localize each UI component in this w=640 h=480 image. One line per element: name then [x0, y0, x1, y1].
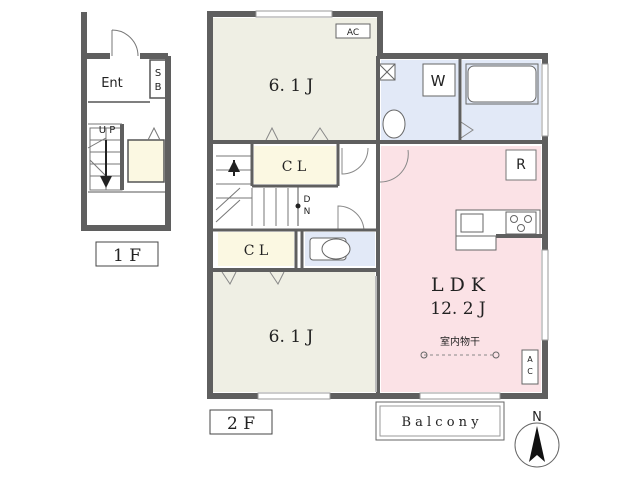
compass-north-label: N	[532, 410, 542, 425]
ac-top-unit	[335, 23, 371, 39]
sink-icon	[382, 109, 406, 139]
fixtures	[309, 23, 541, 385]
floor-1-label-box	[95, 241, 159, 267]
entrance-door-swing	[111, 29, 139, 57]
storage-1f	[127, 139, 165, 183]
indoor-drying-label: 室内物干	[440, 335, 480, 348]
balcony	[375, 401, 505, 441]
stair-up-label: U P	[99, 125, 116, 136]
floor-1-walls	[81, 12, 171, 231]
stair-down-arrow-icon	[228, 160, 240, 172]
door-swings	[221, 121, 474, 285]
room-bottom	[213, 272, 375, 392]
stair-arrow-icon	[100, 176, 112, 188]
floor-2-label-box	[209, 409, 273, 435]
ac-top-label: AC	[347, 28, 359, 38]
room-bottom-size: 6. 1 J	[269, 327, 314, 347]
balcony-label: B a l c o n y	[401, 415, 479, 430]
floor-1-label: 1 F	[113, 246, 141, 266]
stove-icon	[505, 211, 537, 235]
ldk-room	[381, 146, 541, 392]
refrigerator-space	[505, 149, 537, 181]
closet-left	[218, 232, 294, 266]
kitchen-sink-icon	[460, 213, 484, 233]
room-top	[213, 18, 377, 142]
north-compass-icon	[514, 422, 560, 468]
ldk-size: 12. 2 J	[430, 299, 486, 319]
washer-space	[422, 63, 456, 97]
washer-label: W	[431, 72, 446, 90]
entrance-area	[88, 56, 150, 102]
windows	[255, 10, 549, 400]
floor-2-label: 2 F	[227, 414, 255, 434]
room-top-size: 6. 1 J	[269, 76, 314, 96]
stair-1f	[87, 127, 123, 191]
stair-2f	[215, 155, 301, 226]
refrigerator-label: R	[516, 157, 526, 173]
closet-left-label: C L	[244, 243, 268, 259]
bathtub-icon	[467, 65, 537, 103]
entrance-label: Ent	[101, 76, 123, 91]
floor-1-plan	[81, 12, 171, 231]
floor-2-walls	[207, 11, 548, 399]
ldk-name: L D K	[431, 274, 486, 296]
closet-top-label: C L	[282, 159, 306, 175]
toilet-icon	[321, 238, 351, 260]
closet-top	[254, 146, 336, 184]
ac-ldk-unit	[521, 349, 539, 385]
